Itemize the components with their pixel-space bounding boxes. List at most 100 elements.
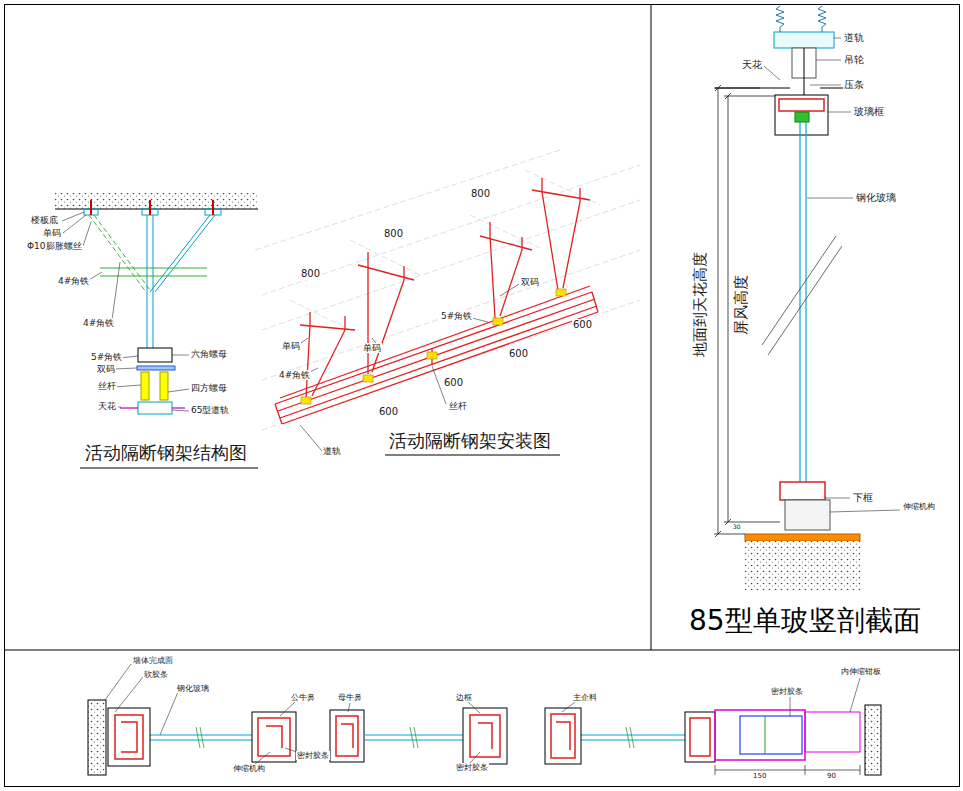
steel-frame-structure-part (160, 372, 168, 400)
vertical-section-part (715, 88, 790, 89)
vertical-section-part (776, 6, 826, 32)
steel-frame-structure-part (172, 410, 189, 411)
steel-frame-installation (255, 150, 640, 455)
steel-frame-installation-part (309, 312, 310, 325)
steel-frame-installation-part (344, 316, 345, 330)
dimension-label: 地面到天花高度 (691, 252, 708, 359)
figure-title: 活动隔断钢架结构图 (84, 443, 248, 464)
horizontal-section-part (740, 716, 802, 754)
sheet-frame (5, 5, 960, 787)
vertical-section-part (764, 66, 780, 80)
horizontal-section-part (280, 702, 295, 716)
part-label: 4#角铁 (57, 276, 90, 286)
steel-frame-structure-part (55, 193, 258, 209)
vertical-section-part (828, 112, 851, 113)
vertical-section-part (830, 510, 900, 512)
horizontal-section-part (765, 716, 766, 754)
horizontal-section-part (115, 714, 710, 759)
vertical-section-part (725, 93, 731, 99)
steel-frame-installation-part (280, 286, 590, 398)
steel-frame-installation-part (358, 265, 414, 280)
steel-frame-installation-part (255, 150, 560, 250)
part-label: 800 (383, 228, 404, 240)
part-label: 吊轮 (843, 54, 865, 66)
horizontal-section-part (252, 712, 296, 762)
steel-frame-structure-part (147, 215, 148, 348)
horizontal-section-part (865, 705, 881, 775)
part-label: 压条 (843, 79, 865, 91)
part-label: 公牛鼻 (290, 693, 316, 702)
steel-frame-installation-part (255, 150, 640, 430)
part-label: 下框 (852, 492, 874, 504)
dimension-label: 屏风高度 (733, 274, 750, 336)
figure-title: 活动隔断钢架安装图 (388, 431, 552, 452)
part-label: 母牛鼻 (337, 693, 363, 702)
horizontal-section-part (258, 718, 290, 756)
vertical-section-part (810, 85, 841, 86)
steel-frame-installation-part (278, 299, 595, 411)
steel-frame-structure-part (168, 389, 189, 392)
steel-frame-structure-part (172, 407, 185, 408)
part-label: 丝杆 (97, 381, 117, 391)
part-label: Φ10膨胀螺丝 (26, 241, 83, 251)
vertical-section (714, 6, 900, 590)
part-label: 600 (572, 319, 593, 331)
part-label: 密封胶条 (455, 763, 489, 772)
horizontal-section-part (365, 740, 465, 741)
vertical-section-part (762, 236, 836, 345)
steel-frame-installation-part (300, 425, 322, 451)
steel-frame-structure-part (80, 468, 258, 469)
part-label: 双码 (520, 277, 540, 287)
part-label: 800 (470, 188, 491, 200)
part-label: 内伸缩钳板 (840, 667, 882, 676)
steel-frame-installation-part (480, 236, 532, 250)
horizontal-section-part (850, 678, 860, 712)
steel-frame-installation-part (363, 375, 373, 382)
horizontal-section-part (115, 715, 143, 759)
part-label: 4#角铁 (278, 370, 311, 380)
steel-frame-structure-part (212, 200, 214, 215)
steel-frame-structure-part (90, 200, 92, 215)
part-label: 钢化玻璃 (855, 192, 897, 204)
steel-frame-installation-part (489, 222, 490, 236)
horizontal-section-part (196, 727, 200, 748)
part-label: 四方螺母 (190, 383, 228, 393)
vertical-section-part (785, 500, 830, 530)
horizontal-section-part (414, 727, 418, 748)
part-label: 玻璃框 (853, 106, 885, 118)
part-label: 软胶条 (143, 670, 169, 679)
steel-frame-installation-part (367, 265, 368, 374)
part-label: 六角螺母 (190, 349, 228, 359)
horizontal-section-part (715, 710, 805, 760)
part-label: 丝杆 (448, 401, 468, 411)
steel-frame-installation-part (301, 289, 566, 404)
steel-frame-installation-part (372, 280, 404, 372)
part-label: 密封胶条 (770, 687, 804, 696)
part-label: 天花 (741, 59, 763, 71)
steel-frame-installation-part (290, 300, 350, 330)
vertical-section-part (825, 498, 850, 499)
part-label: 800 (300, 268, 321, 280)
part-label: 伸缩机构 (232, 764, 266, 773)
vertical-section-part (725, 519, 731, 525)
vertical-section-part (774, 32, 834, 48)
vertical-section-part (745, 534, 860, 541)
horizontal-section-part (200, 727, 204, 748)
vertical-section-part (776, 6, 784, 32)
part-label: 600 (443, 377, 464, 389)
steel-frame-installation-part (500, 284, 519, 296)
vertical-section-part (834, 38, 841, 39)
steel-frame-installation-part (385, 455, 560, 456)
steel-frame-installation-part (301, 397, 311, 404)
vertical-section-part (805, 122, 806, 488)
steel-frame-installation-part (298, 284, 519, 451)
horizontal-section-part (626, 727, 630, 748)
steel-frame-installation-part (350, 240, 420, 275)
vertical-section-part (779, 99, 824, 111)
part-label: 双码 (96, 364, 116, 374)
steel-frame-structure-part (100, 267, 207, 268)
part-label: 600 (508, 348, 529, 360)
horizontal-section-part (336, 716, 358, 756)
steel-frame-structure-part (138, 402, 172, 414)
